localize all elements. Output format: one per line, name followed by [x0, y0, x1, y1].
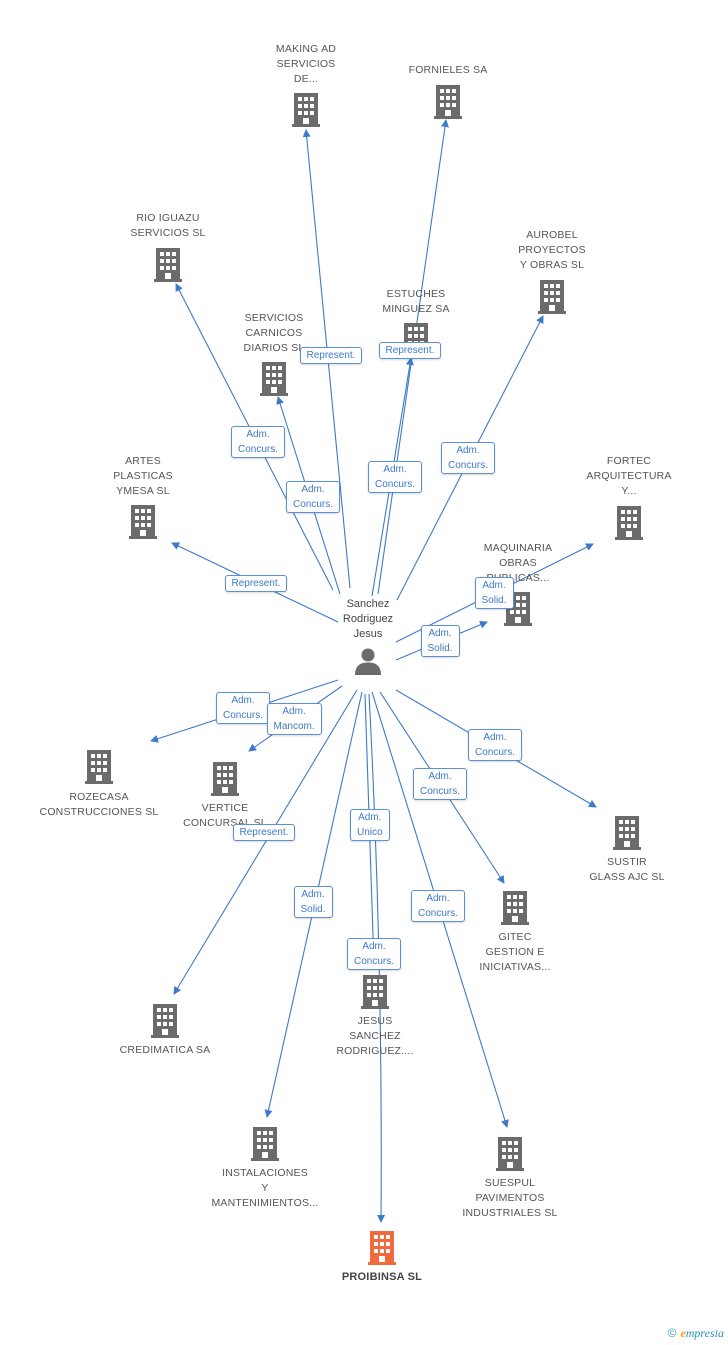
- company-node-jesus[interactable]: JESUS SANCHEZ RODRIGUEZ....: [310, 1014, 440, 1059]
- company-node-making[interactable]: MAKING AD SERVICIOS DE...: [241, 42, 371, 87]
- role-badge-carnicos[interactable]: Adm. Concurs.: [286, 481, 341, 513]
- company-node-gitec[interactable]: GITEC GESTION E INICIATIVAS...: [450, 930, 580, 975]
- company-node-maquinaria[interactable]: MAQUINARIA OBRAS PUBLICAS...: [453, 541, 583, 586]
- company-label-proibinsa: PROIBINSA SL: [341, 1271, 423, 1283]
- building-icon: [501, 891, 529, 925]
- building-icon: [292, 93, 320, 127]
- role-badge-vertice[interactable]: Adm. Mancom.: [266, 703, 322, 735]
- company-node-credimatica[interactable]: CREDIMATICA SA: [100, 1043, 230, 1058]
- role-badge-gitec[interactable]: Adm. Concurs.: [413, 768, 468, 800]
- company-node-proibinsa[interactable]: PROIBINSA SL: [317, 1270, 447, 1285]
- brand-rest: mpresia: [685, 1326, 724, 1340]
- role-badge-sustir[interactable]: Adm. Concurs.: [468, 729, 523, 761]
- building-icon: [260, 362, 288, 396]
- company-label-rozecasa: ROZECASA CONSTRUCCIONES SL: [39, 791, 159, 818]
- building-icon: [154, 248, 182, 282]
- building-icon-wrap-rio[interactable]: [154, 248, 182, 287]
- building-icon: [434, 85, 462, 119]
- company-label-maquinaria: MAQUINARIA OBRAS PUBLICAS...: [483, 542, 553, 584]
- company-node-carnicos[interactable]: SERVICIOS CARNICOS DIARIOS SL: [209, 311, 339, 356]
- company-label-making: MAKING AD SERVICIOS DE...: [275, 43, 337, 85]
- company-label-aurobel: AUROBEL PROYECTOS Y OBRAS SL: [518, 229, 586, 271]
- role-badge-suespul[interactable]: Adm. Concurs.: [411, 890, 466, 922]
- building-icon: [538, 280, 566, 314]
- role-badge-jesus[interactable]: Adm. Unico: [350, 809, 390, 841]
- building-icon: [85, 750, 113, 784]
- center-person-label: Sanchez Rodriguez Jesus: [342, 598, 394, 640]
- company-label-fornieles: FORNIELES SA: [408, 64, 488, 76]
- company-label-artes: ARTES PLASTICAS YMESA SL: [113, 455, 173, 497]
- company-node-aurobel[interactable]: AUROBEL PROYECTOS Y OBRAS SL: [487, 228, 617, 273]
- company-node-rozecasa[interactable]: ROZECASA CONSTRUCCIONES SL: [34, 790, 164, 820]
- company-label-jesus: JESUS SANCHEZ RODRIGUEZ....: [336, 1015, 414, 1057]
- role-badge-aurobel[interactable]: Adm. Concurs.: [441, 442, 496, 474]
- company-node-estuches[interactable]: ESTUCHES MINGUEZ SA: [351, 287, 481, 317]
- building-icon: [211, 762, 239, 796]
- role-badge-maquinaria[interactable]: Adm. Solid.: [420, 625, 460, 657]
- building-icon-wrap-aurobel[interactable]: [538, 280, 566, 319]
- role-badge-proibinsa[interactable]: Adm. Concurs.: [347, 938, 402, 970]
- role-badge-artes[interactable]: Represent.: [224, 574, 288, 592]
- role-badge-fornieles[interactable]: Represent.: [378, 341, 442, 359]
- company-node-instalaciones[interactable]: INSTALACIONES Y MANTENIMIENTOS...: [200, 1166, 330, 1211]
- company-node-suespul[interactable]: SUESPUL PAVIMENTOS INDUSTRIALES SL: [445, 1176, 575, 1221]
- building-icon-wrap-vertice[interactable]: [211, 762, 239, 801]
- building-icon-wrap-fortec[interactable]: [615, 506, 643, 545]
- building-icon: [151, 1004, 179, 1038]
- building-icon-wrap-sustir[interactable]: [613, 816, 641, 855]
- person-icon: [355, 648, 381, 675]
- company-label-rio: RIO IGUAZU SERVICIOS SL: [130, 212, 206, 239]
- building-icon-wrap-credimatica[interactable]: [151, 1004, 179, 1043]
- building-icon-wrap-making[interactable]: [292, 93, 320, 132]
- empresia-watermark: ©empresia: [668, 1326, 724, 1341]
- building-icon-wrap-instalaciones[interactable]: [251, 1127, 279, 1166]
- center-person-node[interactable]: Sanchez Rodriguez Jesus: [328, 597, 408, 681]
- building-icon: [129, 505, 157, 539]
- building-icon: [496, 1137, 524, 1171]
- building-icon-wrap-proibinsa[interactable]: [368, 1231, 396, 1270]
- role-badge-instalaciones[interactable]: Adm. Solid.: [293, 886, 333, 918]
- edge-credimatica: [173, 689, 358, 995]
- company-node-fornieles[interactable]: FORNIELES SA: [383, 63, 513, 78]
- building-icon-wrap-suespul[interactable]: [496, 1137, 524, 1176]
- building-icon: [251, 1127, 279, 1161]
- brand-initial: e: [680, 1326, 686, 1340]
- role-badge-rio[interactable]: Adm. Concurs.: [231, 426, 286, 458]
- building-icon-wrap-jesus[interactable]: [361, 975, 389, 1014]
- role-badge-estuches[interactable]: Adm. Concurs.: [368, 461, 423, 493]
- company-label-credimatica: CREDIMATICA SA: [119, 1044, 211, 1056]
- company-label-instalaciones: INSTALACIONES Y MANTENIMIENTOS...: [211, 1167, 319, 1209]
- building-icon-wrap-fornieles[interactable]: [434, 85, 462, 124]
- company-label-carnicos: SERVICIOS CARNICOS DIARIOS SL: [243, 312, 305, 354]
- role-badge-making[interactable]: Represent.: [299, 346, 363, 364]
- role-badge-fortec[interactable]: Adm. Solid.: [474, 577, 514, 609]
- copyright-symbol: ©: [667, 1326, 677, 1340]
- building-icon: [613, 816, 641, 850]
- building-icon-wrap-rozecasa[interactable]: [85, 750, 113, 789]
- role-badge-rozecasa[interactable]: Adm. Concurs.: [216, 692, 271, 724]
- building-icon: [615, 506, 643, 540]
- company-label-gitec: GITEC GESTION E INICIATIVAS...: [479, 931, 551, 973]
- company-node-sustir[interactable]: SUSTIR GLASS AJC SL: [562, 855, 692, 885]
- company-label-estuches: ESTUCHES MINGUEZ SA: [382, 288, 450, 315]
- role-badge-credimatica[interactable]: Represent.: [232, 823, 296, 841]
- company-node-fortec[interactable]: FORTEC ARQUITECTURA Y...: [564, 454, 694, 499]
- company-node-rio[interactable]: RIO IGUAZU SERVICIOS SL: [103, 211, 233, 241]
- company-label-suespul: SUESPUL PAVIMENTOS INDUSTRIALES SL: [462, 1177, 558, 1219]
- building-icon: [368, 1231, 396, 1265]
- building-icon-wrap-gitec[interactable]: [501, 891, 529, 930]
- company-node-artes[interactable]: ARTES PLASTICAS YMESA SL: [78, 454, 208, 499]
- company-label-fortec: FORTEC ARQUITECTURA Y...: [586, 455, 672, 497]
- building-icon-wrap-artes[interactable]: [129, 505, 157, 544]
- building-icon-wrap-carnicos[interactable]: [260, 362, 288, 401]
- company-label-sustir: SUSTIR GLASS AJC SL: [589, 856, 665, 883]
- building-icon: [361, 975, 389, 1009]
